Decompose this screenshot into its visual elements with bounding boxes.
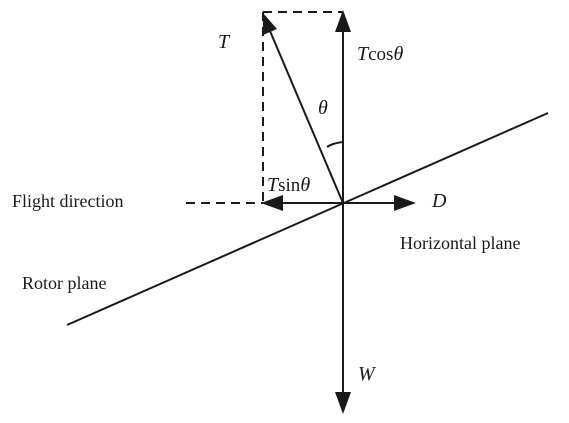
t-cos-theta: θ <box>393 43 403 65</box>
theta-angle-arc <box>326 141 344 148</box>
rotor-plane-label: Rotor plane <box>22 273 106 293</box>
drag-label: D <box>431 190 447 212</box>
horizontal-plane-label: Horizontal plane <box>400 233 520 253</box>
weight-arrow-head <box>335 392 351 414</box>
t-sin-theta: θ <box>300 174 310 196</box>
thrust-arrow-head <box>263 13 277 35</box>
t-sin-arrow-head <box>261 195 283 211</box>
drag-arrow-head <box>394 195 416 211</box>
thrust-arrow-shaft <box>269 30 344 204</box>
t-cos-func: cos <box>368 44 393 65</box>
t-sin-func: sin <box>278 175 301 196</box>
weight-label: W <box>358 363 377 385</box>
rotor-plane-line <box>66 112 549 326</box>
t-cos-prefix: T <box>357 43 370 65</box>
t-sin-prefix: T <box>267 174 280 196</box>
thrust-label: T <box>218 31 231 53</box>
t-sin-theta-label: Tsinθ <box>267 174 310 196</box>
theta-label: θ <box>318 97 328 119</box>
flight-direction-label: Flight direction <box>12 191 124 211</box>
t-cos-theta-label: Tcosθ <box>357 43 403 65</box>
t-cos-arrow-head <box>335 10 351 32</box>
